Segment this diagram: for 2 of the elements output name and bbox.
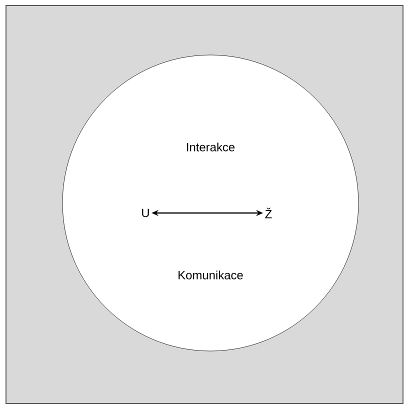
letter-label: Ž: [265, 208, 272, 218]
letter-label: U: [142, 208, 149, 218]
